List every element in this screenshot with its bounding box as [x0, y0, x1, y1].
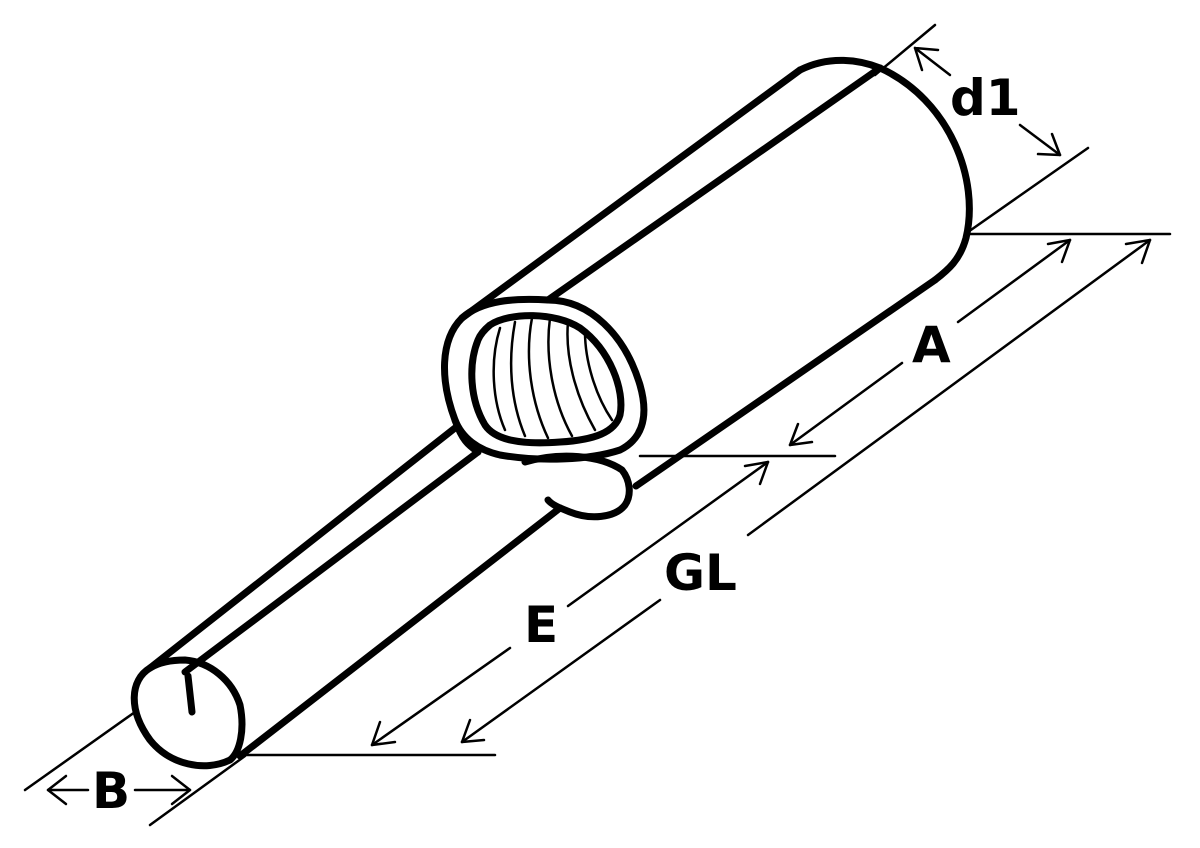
pin-shank: [146, 424, 564, 760]
arrowhead-b-left: [46, 774, 68, 806]
label-a: A: [912, 316, 951, 374]
arrowhead-a-bottom: [788, 422, 814, 447]
arrowhead-e-bottom: [370, 720, 397, 747]
label-e: E: [524, 596, 558, 654]
arrowhead-b-right: [170, 774, 192, 806]
arrowhead-gl-bottom: [460, 718, 486, 744]
extension-lines: [23, 23, 1172, 827]
arrowhead-e-top: [743, 460, 770, 486]
arrowhead-d1-top: [913, 46, 940, 72]
sleeve-barrel: [458, 56, 973, 490]
arrowhead-a-top: [1046, 238, 1072, 264]
dimension-lines: [46, 46, 1152, 806]
label-d1: d1: [950, 69, 1021, 127]
label-gl: GL: [664, 544, 737, 602]
arrowhead-gl-top: [1124, 238, 1152, 265]
arrowhead-d1-bottom: [1036, 132, 1062, 157]
label-b: B: [92, 762, 130, 820]
sleeve-opening: [441, 295, 648, 521]
dimension-labels: d1 A GL E B: [92, 69, 1021, 820]
pin-end-face: [130, 656, 246, 770]
